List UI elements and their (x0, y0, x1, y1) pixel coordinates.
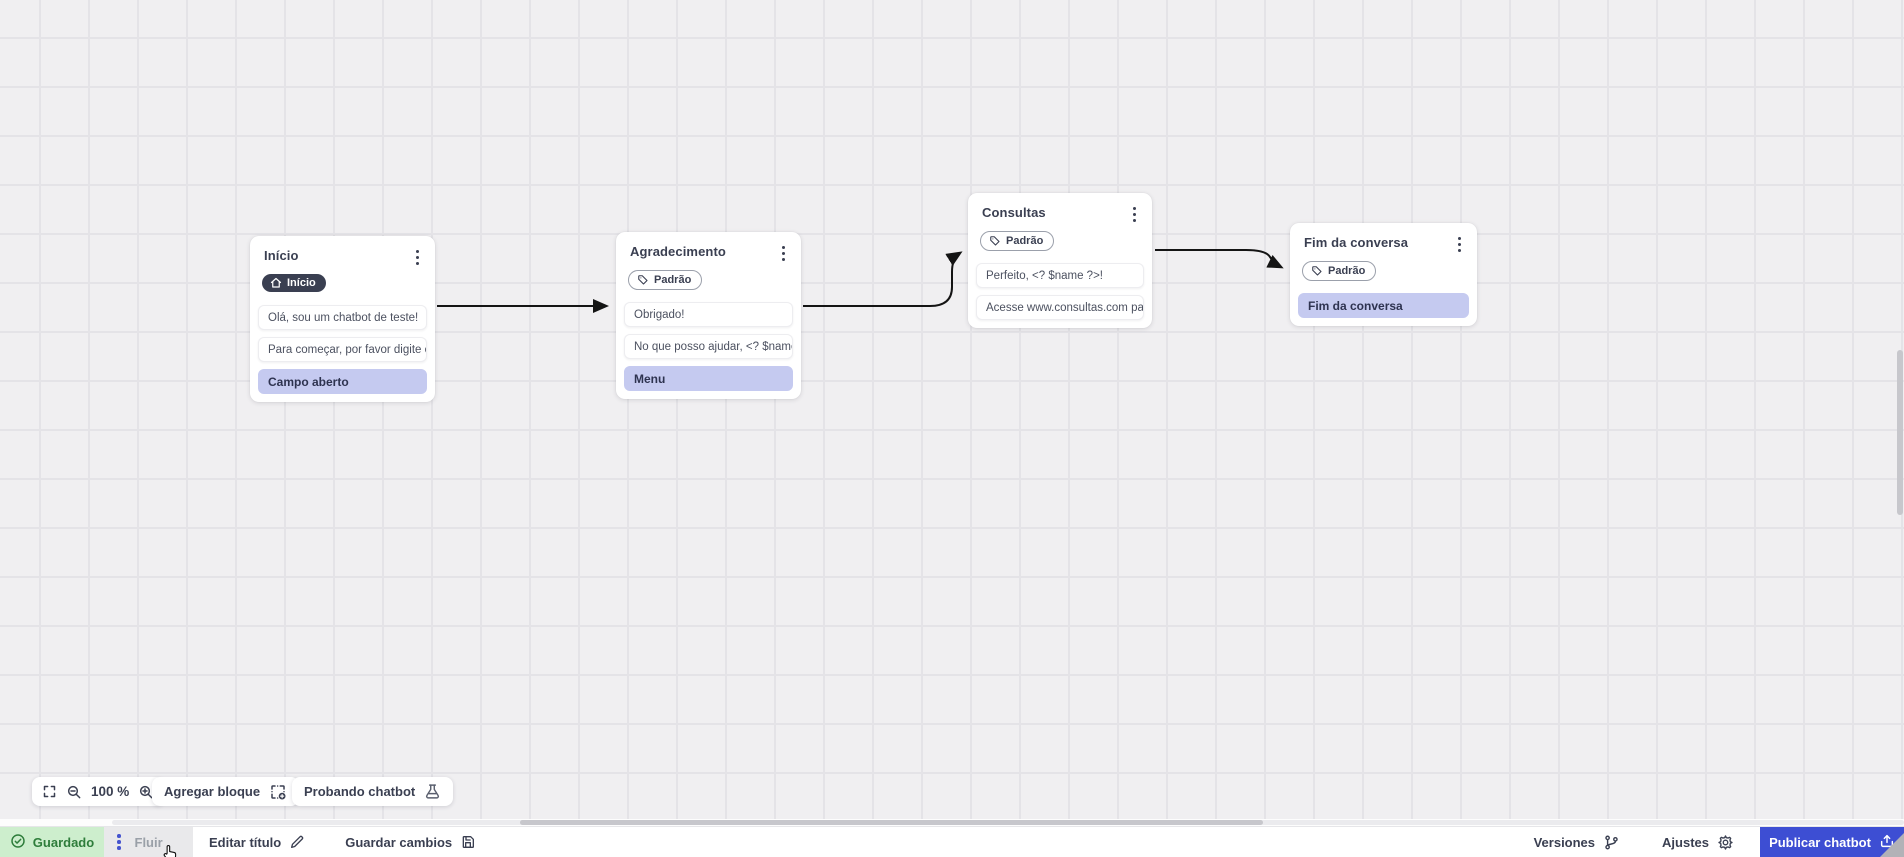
publish-chatbot-button[interactable]: Publicar chatbot (1760, 827, 1904, 857)
node-type-badge: Padrão (980, 231, 1055, 251)
zoom-in-icon[interactable] (138, 784, 154, 800)
check-circle-icon (10, 833, 26, 852)
versions-label: Versiones (1533, 834, 1596, 850)
node-items: Perfeito, <? $name ?>! Acesse www.consult… (976, 263, 1144, 320)
saved-status-badge: Guardado (0, 827, 104, 857)
zoom-out-icon[interactable] (66, 784, 82, 800)
node-type-badge: Início (262, 274, 326, 292)
node-type-badge-label: Padrão (1006, 235, 1044, 247)
settings-label: Ajustes (1662, 834, 1709, 850)
node-message-row[interactable]: Acesse www.consultas.com par... (976, 295, 1144, 320)
node-header: Agradecimento (624, 242, 793, 262)
settings-button[interactable]: Ajustes (1662, 834, 1734, 851)
edge-agradecimento-consultas[interactable] (803, 251, 963, 307)
tab-flow[interactable]: Fluir (104, 827, 193, 857)
vertical-scrollbar-thumb[interactable] (1897, 350, 1903, 515)
add-block-button[interactable]: Agregar bloque (152, 777, 300, 806)
node-type-badge: Padrão (628, 270, 703, 290)
versions-button[interactable]: Versiones (1534, 834, 1620, 851)
tag-icon (1311, 265, 1323, 277)
node-message-row[interactable]: Perfeito, <? $name ?>! (976, 263, 1144, 288)
node-type-badge-label: Início (287, 277, 316, 289)
window-corner-fold (1880, 833, 1904, 857)
gear-icon (1717, 834, 1734, 851)
flask-icon (424, 783, 441, 800)
node-action-row[interactable]: Menu (624, 366, 793, 391)
node-title: Agradecimento (630, 244, 726, 259)
saved-status-label: Guardado (32, 834, 95, 850)
node-items: Fim da conversa (1298, 293, 1469, 318)
pencil-icon (289, 834, 305, 850)
node-menu-kebab-icon[interactable] (409, 248, 425, 266)
node-items: Olá, sou um chatbot de teste! Para começa… (258, 305, 427, 394)
test-chatbot-label: Probando chatbot (304, 784, 416, 799)
fit-screen-icon[interactable] (42, 784, 57, 799)
horizontal-scrollbar-track[interactable] (112, 820, 1904, 825)
zoom-level-value: 100 % (91, 784, 130, 799)
home-icon (270, 277, 282, 289)
git-branch-icon (1603, 834, 1620, 851)
node-message-row[interactable]: Para começar, por favor digite o ... (258, 337, 427, 362)
horizontal-scrollbar-thumb[interactable] (520, 820, 1263, 825)
node-message-row[interactable]: No que posso ajudar, <? $name ... (624, 334, 793, 359)
edge-consultas-fim[interactable] (1155, 249, 1284, 269)
node-action-row[interactable]: Campo aberto (258, 369, 427, 394)
node-message-row[interactable]: Obrigado! (624, 302, 793, 327)
node-title: Início (264, 248, 299, 263)
node-menu-kebab-icon[interactable] (775, 244, 791, 262)
flow-tab-label: Fluir (134, 834, 163, 850)
node-title: Consultas (982, 205, 1046, 220)
edit-title-label: Editar título (209, 834, 282, 850)
node-type-badge: Padrão (1302, 261, 1377, 281)
flow-edges (437, 249, 1284, 313)
tag-icon (637, 274, 649, 286)
node-message-row[interactable]: Olá, sou um chatbot de teste! (258, 305, 427, 330)
status-bar: Guardado Fluir Editar título Guardar cam… (0, 826, 1904, 857)
node-menu-kebab-icon[interactable] (1451, 235, 1467, 253)
node-title: Fim da conversa (1304, 235, 1409, 250)
horizontal-scroll-gutter (0, 819, 1904, 826)
node-action-row[interactable]: Fim da conversa (1298, 293, 1469, 318)
save-icon (460, 834, 476, 850)
save-changes-label: Guardar cambios (345, 834, 453, 850)
node-menu-kebab-icon[interactable] (1126, 205, 1142, 223)
node-type-badge-label: Padrão (654, 274, 692, 286)
node-header: Fim da conversa (1298, 233, 1469, 253)
add-block-icon (269, 783, 287, 801)
test-chatbot-button[interactable]: Probando chatbot (292, 777, 454, 806)
publish-label: Publicar chatbot (1769, 834, 1871, 850)
node-items: Obrigado! No que posso ajudar, <? $name .… (624, 302, 793, 391)
zoom-toolbar: 100 % (32, 777, 165, 806)
node-type-badge-label: Padrão (1328, 265, 1366, 277)
tag-icon (989, 235, 1001, 247)
add-block-label: Agregar bloque (164, 784, 261, 799)
node-header: Consultas (976, 203, 1144, 223)
drag-handle-icon[interactable] (117, 834, 121, 850)
node-header: Início (258, 246, 427, 266)
edit-title-button[interactable]: Editar título (209, 834, 305, 850)
save-changes-button[interactable]: Guardar cambios (345, 834, 476, 850)
